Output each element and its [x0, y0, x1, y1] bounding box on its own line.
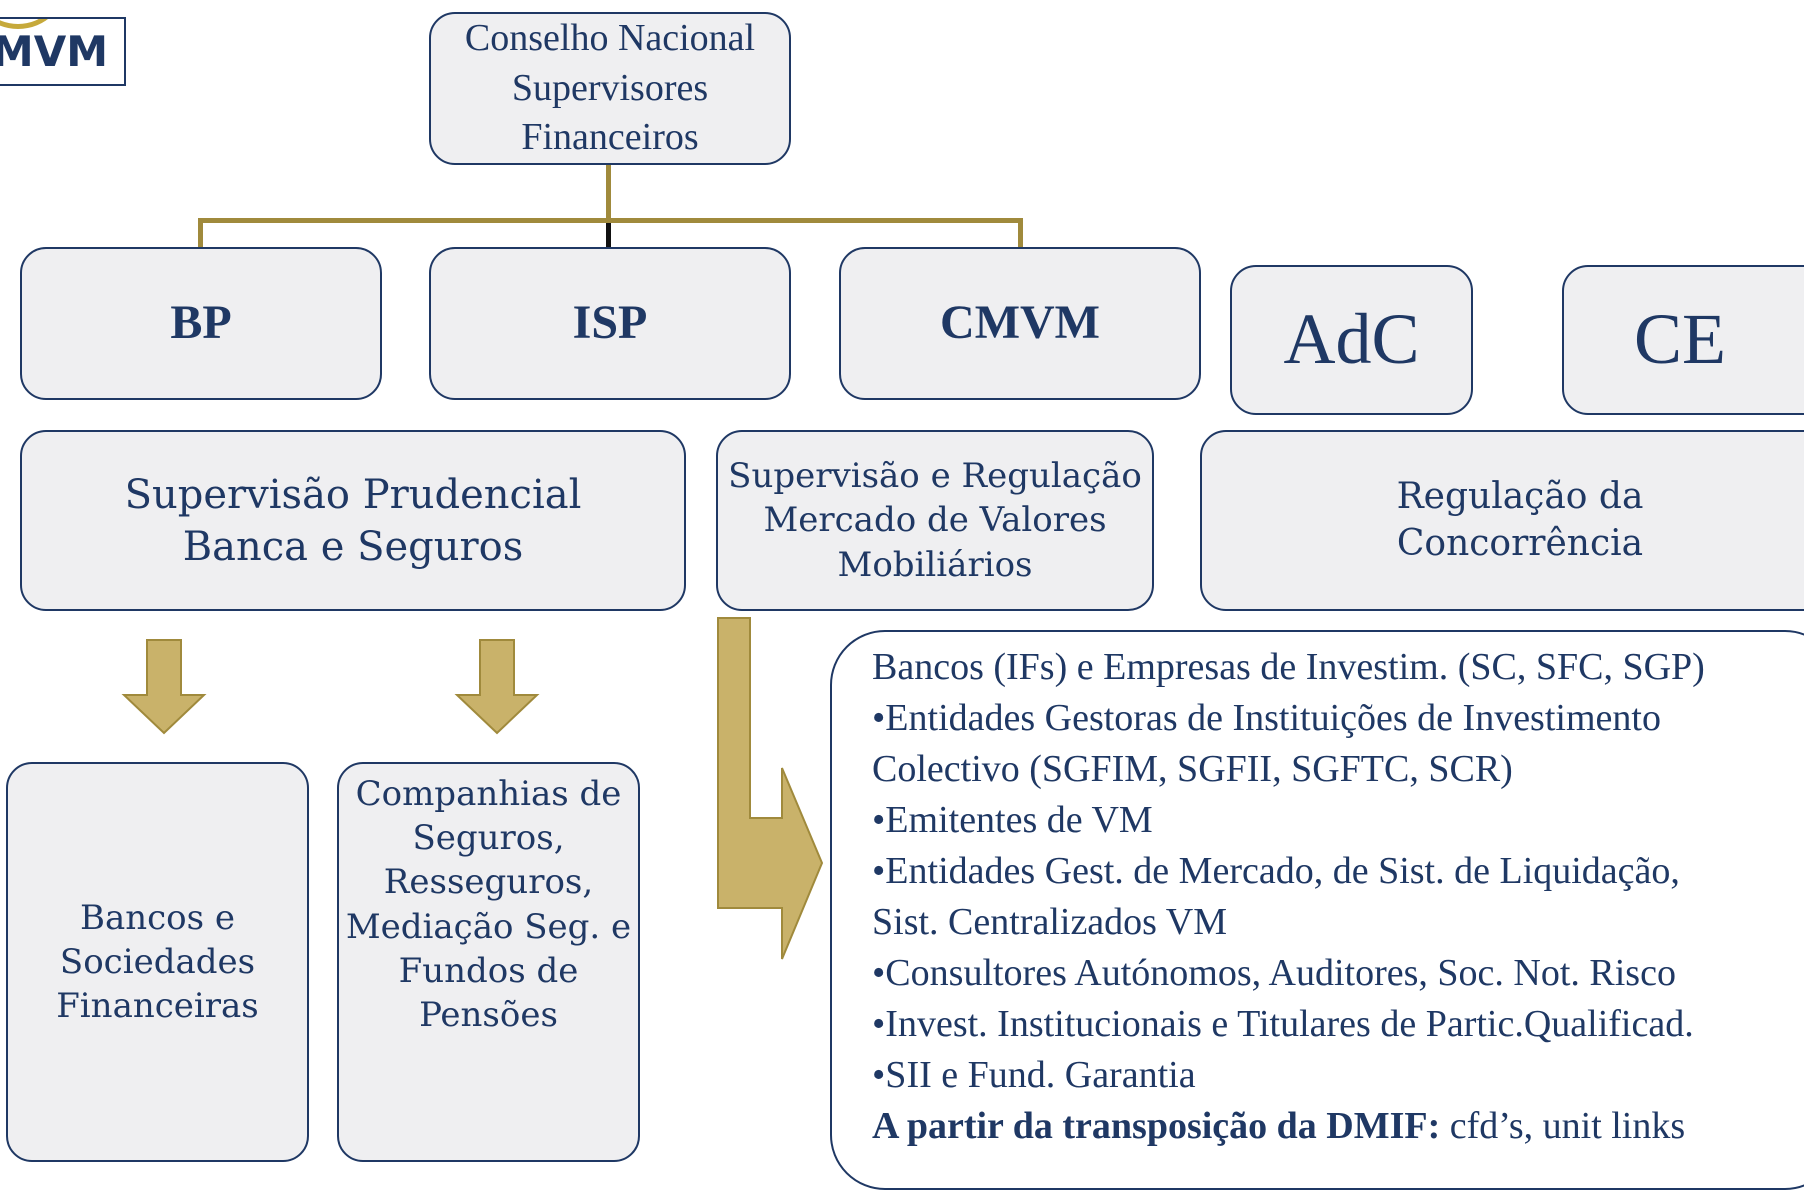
regulator-adc-label: AdC [1283, 299, 1420, 380]
function-prudential: Supervisão Prudencial Banca e Seguros [20, 430, 686, 611]
connector-isp-vertical [606, 218, 611, 248]
bent-arrow-icon [717, 617, 824, 960]
regulator-ce: CE [1562, 265, 1804, 415]
list-last-bold: A partir da transposição da DMIF: [872, 1105, 1441, 1147]
function-prudential-label: Supervisão Prudencial Banca e Seguros [124, 471, 582, 570]
regulator-isp: ISP [429, 247, 791, 400]
list-item: Colectivo (SGFIM, SGFII, SGFTC, SCR) [872, 748, 1513, 790]
council-label: Conselho Nacional Supervisores Financeir… [464, 17, 756, 159]
list-item: •Consultores Autónomos, Auditores, Soc. … [872, 952, 1676, 994]
list-last-rest: cfd’s, unit links [1440, 1105, 1686, 1147]
list-item: Sist. Centralizados VM [872, 901, 1228, 943]
down-arrow-banks-icon [121, 639, 207, 735]
list-item: Bancos (IFs) e Empresas de Investim. (SC… [872, 646, 1705, 688]
list-item: •Entidades Gest. de Mercado, de Sist. de… [872, 850, 1680, 892]
supervised-entities-list: Bancos (IFs) e Empresas de Investim. (SC… [830, 630, 1804, 1190]
down-arrow-insurance-icon [454, 639, 540, 735]
list-item-last: A partir da transposição da DMIF: cfd’s,… [872, 1101, 1804, 1152]
regulator-isp-label: ISP [572, 296, 648, 350]
list-item: •Entidades Gestoras de Instituições de I… [872, 697, 1661, 739]
regulator-cmvm: CMVM [839, 247, 1201, 400]
function-market-label: Supervisão e Regulação Mercado de Valore… [728, 456, 1142, 585]
supervised-insurance: Companhias de Seguros, Resseguros, Media… [337, 762, 640, 1162]
regulator-cmvm-label: CMVM [940, 296, 1100, 350]
regulator-adc: AdC [1230, 265, 1473, 415]
supervised-banks: Bancos e Sociedades Financeiras [6, 762, 309, 1162]
list-item: •Invest. Institucionais e Titulares de P… [872, 1003, 1694, 1045]
regulator-bp: BP [20, 247, 382, 400]
supervised-banks-label: Bancos e Sociedades Financeiras [56, 897, 259, 1027]
regulator-ce-label: CE [1634, 299, 1727, 380]
cmvm-logo: CMVM [0, 17, 126, 86]
connector-horizontal [198, 218, 1023, 223]
logo-text: CMVM [0, 27, 108, 76]
regulator-bp-label: BP [170, 296, 232, 350]
connector-bp-vertical [198, 218, 203, 248]
list-item: •Emitentes de VM [872, 799, 1153, 841]
council-box: Conselho Nacional Supervisores Financeir… [429, 12, 791, 165]
list-item: •SII e Fund. Garantia [872, 1054, 1196, 1096]
function-competition: Regulação da Concorrência [1200, 430, 1804, 611]
supervised-insurance-label: Companhias de Seguros, Resseguros, Media… [345, 774, 632, 1035]
function-market: Supervisão e Regulação Mercado de Valore… [716, 430, 1154, 611]
connector-top-vertical [606, 164, 611, 220]
connector-cmvm-vertical [1018, 218, 1023, 248]
function-competition-label: Regulação da Concorrência [1396, 475, 1644, 564]
